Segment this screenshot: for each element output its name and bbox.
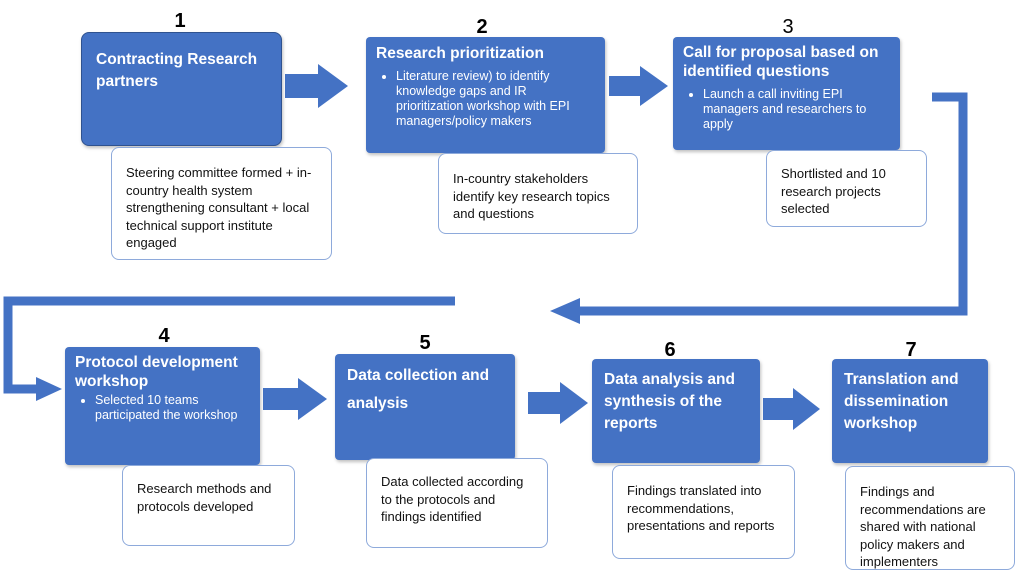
arrow-5-to-6: [528, 382, 588, 424]
step-title: Translation and dissemination workshop: [844, 371, 959, 432]
step-title: Data collection and analysis: [347, 367, 490, 412]
step-number-3: 3: [782, 16, 794, 38]
step-box-2: Research prioritization Literature revie…: [366, 37, 605, 153]
step-box-5: Data collection and analysis: [335, 354, 515, 460]
step-note-2: In-country stakeholders identify key res…: [438, 153, 638, 234]
step-title: Research prioritization: [376, 45, 544, 62]
step-note-5: Data collected according to the protocol…: [366, 458, 548, 548]
step-number-2: 2: [476, 16, 488, 38]
bullet-item: Launch a call inviting EPI managers and …: [703, 87, 890, 132]
step-title: Call for proposal based on identified qu…: [683, 44, 879, 80]
step-title: Data analysis and synthesis of the repor…: [604, 371, 735, 432]
bullet-list: Selected 10 teams participated the works…: [75, 393, 250, 423]
step-note-3: Shortlisted and 10 research projects sel…: [766, 150, 927, 227]
step-number-4: 4: [158, 325, 170, 347]
step-note-4: Research methods and protocols developed: [122, 465, 295, 546]
step-title: Contracting Research partners: [96, 51, 258, 90]
arrow-2-to-3: [609, 66, 668, 106]
bullet-list: Launch a call inviting EPI managers and …: [683, 87, 890, 132]
connector-3-to-row2: [576, 92, 968, 316]
arrow-1-to-2: [285, 64, 348, 108]
arrow-6-to-7: [763, 388, 820, 430]
step-box-3: Call for proposal based on identified qu…: [673, 37, 900, 150]
connector-arrowhead-left: [550, 298, 580, 324]
step-box-4: Protocol development workshop Selected 1…: [65, 347, 260, 465]
step-box-6: Data analysis and synthesis of the repor…: [592, 359, 760, 463]
step-note-7: Findings and recommendations are shared …: [845, 466, 1015, 570]
step-number-1: 1: [174, 10, 186, 32]
step-number-6: 6: [664, 339, 676, 361]
bullet-item: Literature review) to identify knowledge…: [396, 69, 595, 129]
connector-arrowhead-right: [36, 377, 62, 401]
step-box-1: Contracting Research partners: [81, 32, 282, 146]
step-number-5: 5: [419, 332, 431, 354]
step-note-1: Steering committee formed + in-country h…: [111, 147, 332, 260]
step-box-7: Translation and dissemination workshop: [832, 359, 988, 463]
step-title: Protocol development workshop: [75, 354, 238, 390]
bullet-list: Literature review) to identify knowledge…: [376, 69, 595, 129]
arrow-4-to-5: [263, 378, 327, 420]
step-number-7: 7: [905, 339, 917, 361]
bullet-item: Selected 10 teams participated the works…: [95, 393, 250, 423]
connector-to-step-4: [3, 296, 455, 394]
step-note-6: Findings translated into recommendations…: [612, 465, 795, 559]
